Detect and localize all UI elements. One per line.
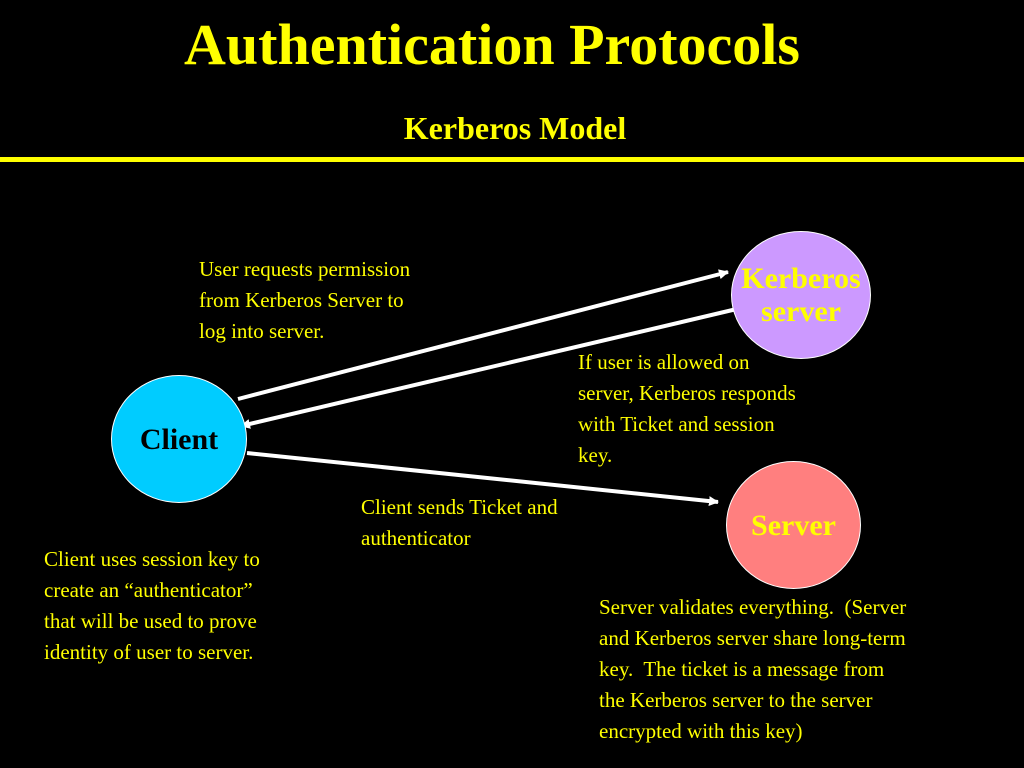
arrow-client-to-server <box>246 451 719 507</box>
client-node: Client <box>111 375 247 503</box>
arrow-client-to-kerberos <box>237 269 729 401</box>
title-divider <box>0 157 1024 162</box>
note-client-sends-ticket: Client sends Ticket and authenticator <box>361 495 558 550</box>
server-node: Server <box>726 461 861 589</box>
note-server-validates: Server validates everything. (Server and… <box>599 595 907 743</box>
kerberos-server-node: Kerberos server <box>731 231 871 359</box>
slide-title: Authentication Protocols <box>184 12 800 77</box>
note-request-permission: User requests permission from Kerberos S… <box>199 257 411 343</box>
client-label: Client <box>139 422 219 456</box>
kerberos-server-label: Kerberos server <box>741 262 861 328</box>
note-kerberos-response: If user is allowed on server, Kerberos r… <box>578 350 796 467</box>
server-label: Server <box>751 508 836 542</box>
slide-subtitle: Kerberos Model <box>403 110 627 146</box>
note-authenticator: Client uses session key to create an “au… <box>44 547 260 664</box>
arrow-kerberos-to-client <box>240 306 742 429</box>
